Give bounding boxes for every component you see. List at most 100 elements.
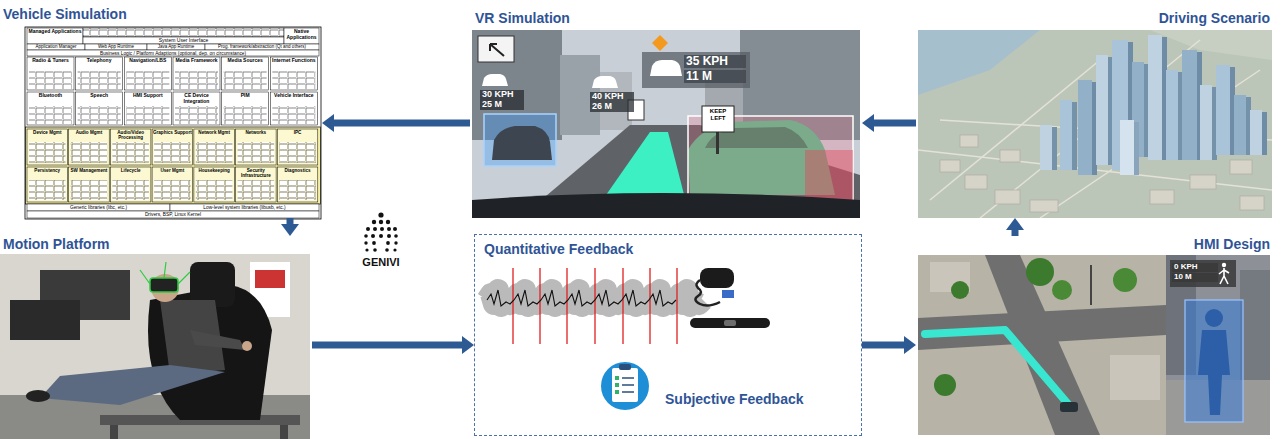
survey-icon-part-part xyxy=(622,391,634,393)
architecture-diagram-part-part xyxy=(110,129,150,165)
logo-mark-part xyxy=(379,220,383,224)
signal-plot-part-part xyxy=(649,268,650,344)
module-label: Prog. framework/abstraction (Qt and othe… xyxy=(205,45,319,50)
module-label: Media Framework xyxy=(173,58,220,64)
vr-scene-part xyxy=(484,114,556,166)
logo-mark-part xyxy=(394,234,398,238)
architecture-diagram-part-part xyxy=(154,142,191,163)
logo-mark-part xyxy=(372,220,376,224)
architecture-diagram-part-part xyxy=(124,92,171,125)
hmi-scene xyxy=(918,255,1270,435)
module-label: Media Sources xyxy=(222,58,269,64)
city-scene-part-part xyxy=(1216,65,1230,155)
architecture-diagram-part-part xyxy=(173,92,220,125)
logo-mark-part xyxy=(394,241,397,244)
module-label: Java App Runtime xyxy=(147,45,205,50)
architecture-diagram-part xyxy=(27,28,319,125)
architecture-diagram-part-part xyxy=(224,71,267,89)
motion-platform-photo-part xyxy=(151,274,179,302)
architecture-diagram-part-part xyxy=(110,167,150,202)
logo-text: GENIVI xyxy=(352,256,410,268)
architecture-diagram-part-part xyxy=(194,129,235,165)
module-label: Business Logic / Platform Adaptions (opt… xyxy=(27,51,319,56)
architecture-diagram-part-part xyxy=(196,142,233,163)
logo-mark-part xyxy=(365,248,368,251)
logo-mark-part xyxy=(386,220,390,224)
architecture-diagram-part-part xyxy=(238,180,275,200)
city-scene-part-part xyxy=(1040,125,1052,170)
module-label: Telephony xyxy=(76,58,123,64)
hmi-scene-part xyxy=(1170,260,1236,287)
city-scene-part xyxy=(918,30,1272,218)
logo-mark-part xyxy=(373,227,377,231)
panel-title: Vehicle Simulation xyxy=(3,6,127,22)
module-label: Low-level system libraries (libusb, etc.… xyxy=(170,205,319,210)
module-label: Application Manager xyxy=(27,45,85,50)
architecture-diagram-part-part xyxy=(126,106,169,124)
motion-platform-photo-part xyxy=(280,425,288,439)
sensor-device-part xyxy=(724,320,736,326)
city-scene-part xyxy=(918,40,1272,218)
architecture-diagram-part-part xyxy=(27,204,170,211)
city-scene-part-part xyxy=(1052,127,1057,170)
architecture-diagram-part-part xyxy=(173,57,220,90)
city-scene-part-part xyxy=(965,175,987,189)
architecture-diagram-part-part xyxy=(27,167,68,202)
motion-platform-photo-part xyxy=(140,262,190,284)
hmi-scene-part xyxy=(925,330,1068,404)
architecture-diagram-part-part xyxy=(270,92,317,125)
panel-title: HMI Design xyxy=(1194,236,1270,252)
sensor-device-part xyxy=(722,290,734,298)
survey-icon-part xyxy=(601,362,649,410)
architecture-diagram-part-part xyxy=(196,180,233,200)
flow-arrow xyxy=(1012,230,1019,236)
hmi-scene-part xyxy=(1090,265,1092,305)
architecture-diagram-part-part xyxy=(27,28,83,44)
motion-platform-photo-part xyxy=(26,390,50,402)
module-label: Radio & Tuners xyxy=(27,58,74,64)
section-title: Subjective Feedback xyxy=(665,391,804,407)
architecture-diagram-part-part xyxy=(71,180,108,200)
hud-readout: 11 M xyxy=(684,70,746,83)
architecture-diagram-part-part xyxy=(27,92,74,125)
signal-plot-part-part xyxy=(594,268,595,344)
hmi-scene-part xyxy=(1219,268,1229,284)
signal-plot-part-part xyxy=(512,268,513,344)
architecture-diagram-part-part xyxy=(85,44,147,50)
architecture-diagram-part-part xyxy=(71,142,108,163)
module-label: Lifecycle xyxy=(110,168,151,173)
panel: VR Simulation xyxy=(470,8,862,218)
module-label: Network Mgmt xyxy=(194,130,235,135)
survey-icon-part xyxy=(619,364,631,370)
city-scene-part-part xyxy=(1078,80,1092,175)
hmi-scene-part xyxy=(951,281,969,299)
module-label: Persistency xyxy=(27,168,68,173)
architecture-diagram-part-part xyxy=(83,37,284,44)
survey-icon-part xyxy=(622,378,634,392)
architecture-diagram-part-part xyxy=(279,180,316,200)
hmi-scene-part xyxy=(1205,309,1223,327)
city-scene xyxy=(918,30,1272,218)
architecture-diagram-part-part xyxy=(279,142,316,163)
panel-title: VR Simulation xyxy=(475,10,570,26)
panel: Motion Platform xyxy=(0,236,312,439)
module-label: User Mgmt xyxy=(152,168,193,173)
logo-mark-part xyxy=(393,248,396,251)
city-scene-part-part xyxy=(1150,190,1174,204)
city-scene-part-part xyxy=(1190,175,1216,189)
module-label: CE Device Integration xyxy=(173,93,220,104)
city-scene-part xyxy=(1150,30,1272,60)
city-scene-part-part xyxy=(1234,95,1246,155)
hmi-scene-part xyxy=(1060,402,1078,412)
module-label: Diagnostics xyxy=(277,168,318,173)
vr-scene-part xyxy=(472,193,860,218)
signal-plot-part-part xyxy=(566,268,567,344)
hmi-scene-part xyxy=(1026,258,1054,286)
sensor-device-part xyxy=(690,318,770,328)
hmi-scene-part xyxy=(918,255,1166,435)
architecture-diagram-part-part xyxy=(154,180,191,200)
module-label: Drivers, BSP, Linux Kernel xyxy=(27,212,319,217)
logo-mark-part xyxy=(372,241,376,245)
